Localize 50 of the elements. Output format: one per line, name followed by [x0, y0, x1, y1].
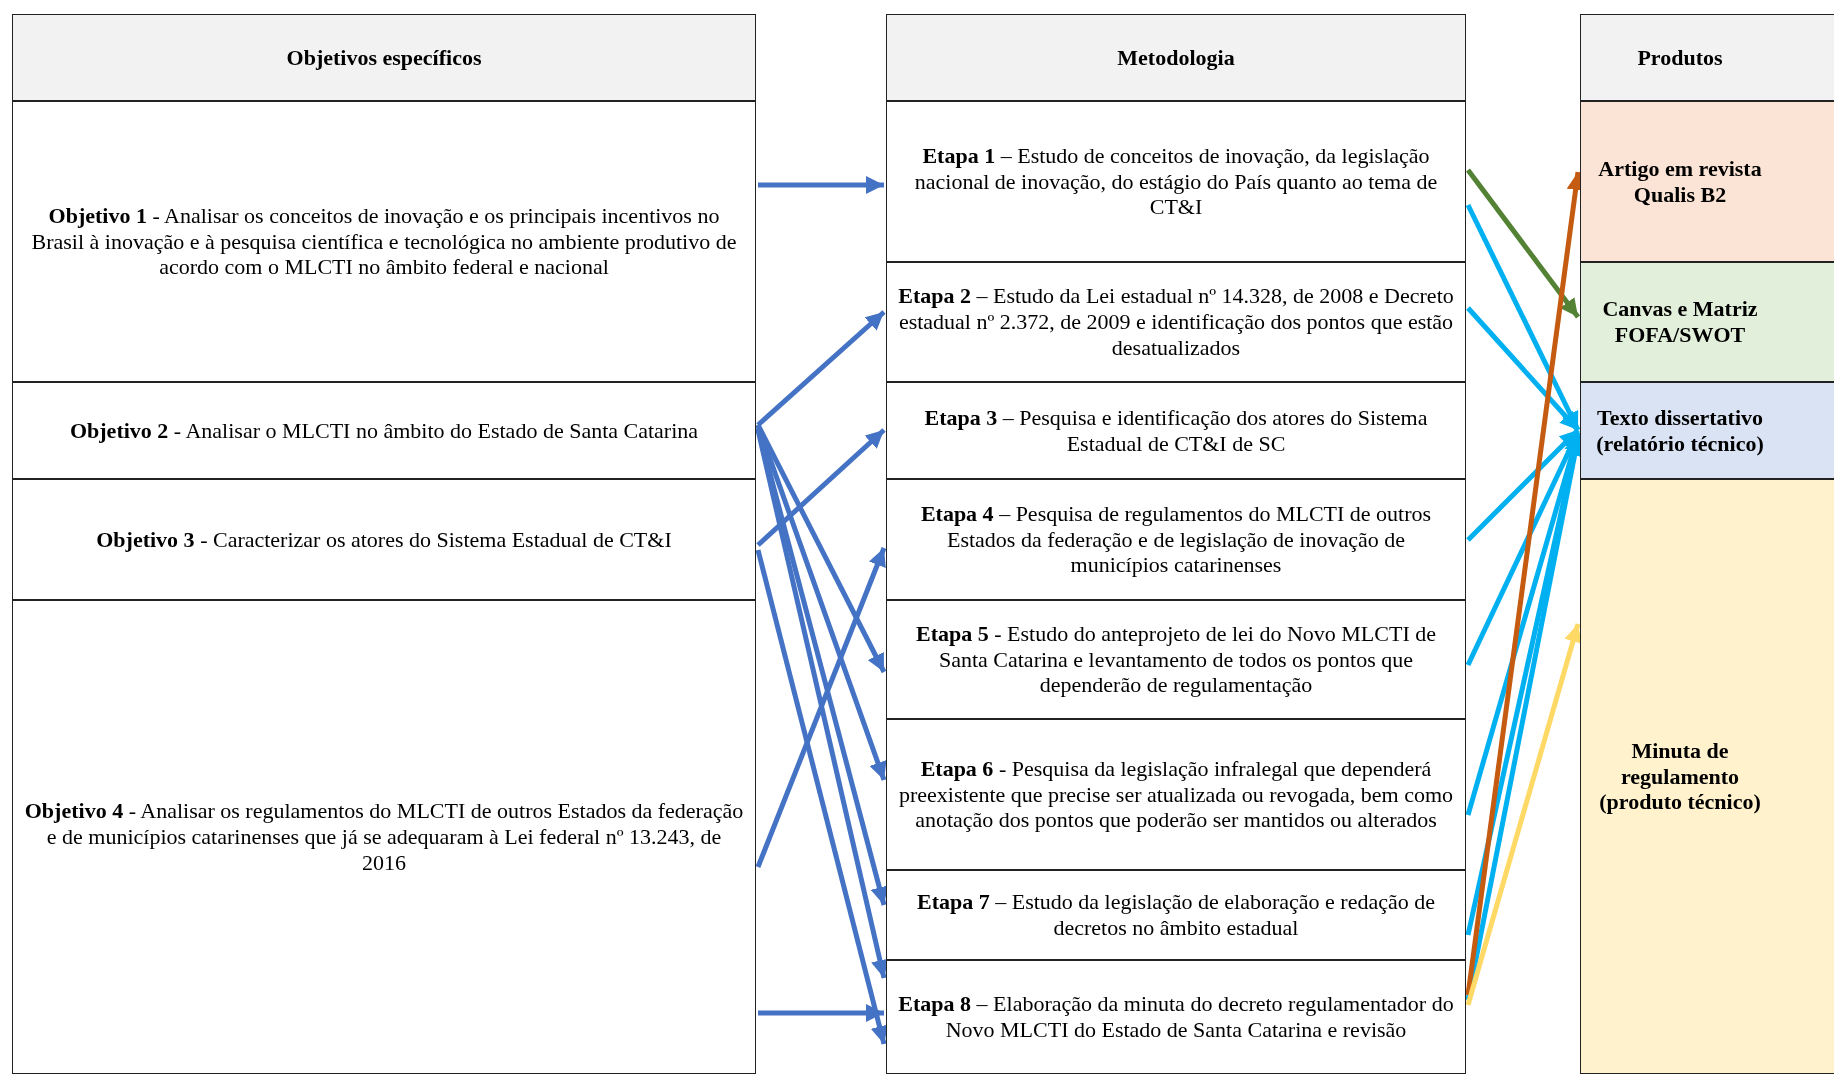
table-cell — [886, 600, 1466, 719]
column-header — [12, 14, 756, 101]
arrow — [1465, 433, 1582, 816]
cell-text: Objetivo 1 - Analisar os conceitos de inovação e os principais incentivos no Brasil à inovação e à pesquisa científica e tecnológica no ambiente produtivo de acordo com o MLCTI no âmbito federal e nacional — [30, 202, 738, 281]
arrow — [758, 176, 884, 194]
table-cell — [886, 101, 1466, 262]
cell-text: Etapa 5 - Estudo do anteprojeto de lei do Novo MLCTI de Santa Catarina e levantamento de todos os pontos que dependerão de regulamentação — [915, 620, 1437, 699]
arrow — [1465, 430, 1581, 667]
cell-text: Metodologia — [1117, 44, 1235, 71]
table-cell — [886, 960, 1466, 1074]
arrow — [756, 428, 886, 547]
cell-text: Etapa 1 – Estudo de conceitos de inovação, da legislação nacional de inovação, do estágio do País quanto ao tema de CT&I — [913, 142, 1439, 221]
table-cell — [1580, 479, 1834, 1074]
cell-text: Etapa 4 – Pesquisa de regulamentos do MLCTI de outros Estados da federação e de legislação de inovação de municípios catarinenses — [919, 500, 1433, 579]
table-cell — [1580, 101, 1834, 262]
arrow — [755, 547, 887, 868]
arrow — [758, 1004, 884, 1022]
cell-text: Minuta de regulamento (produto técnico) — [1598, 737, 1762, 816]
arrow — [755, 424, 887, 781]
table-cell — [12, 382, 756, 479]
cell-text: Canvas e Matriz FOFA/SWOT — [1601, 296, 1759, 348]
table-cell — [886, 479, 1466, 600]
cell-text: Objetivos específicos — [286, 44, 482, 71]
cell-text: Etapa 8 – Elaboração da minuta do decreto regulamentador do Novo MLCTI do Estado de Santa Catarina e revisão — [897, 991, 1455, 1043]
cell-text: Objetivo 4 - Analisar os regulamentos do MLCTI de outros Estados da federação e de municípios catarinenses que já se adequaram à Lei federal nº 13.243, de 2016 — [23, 798, 745, 876]
table-cell — [886, 382, 1466, 479]
cell-text: Artigo em revista Qualis B2 — [1597, 155, 1763, 208]
cell-text: Produtos — [1637, 44, 1723, 71]
column-header — [886, 14, 1466, 101]
table-cell — [1580, 382, 1834, 479]
cell-text: Etapa 6 - Pesquisa da legislação infralegal que dependerá preexistente que precise ser atualizada ou revogada, bem como anotação dos pontos que poderão ser mantidos ou alterados — [898, 755, 1454, 834]
cell-text: Etapa 2 – Estudo da Lei estadual nº 14.328, de 2008 e Decreto estadual nº 2.372, de 2009 e identificação dos pontos que estão desatualizados — [897, 283, 1455, 361]
table-cell — [12, 600, 756, 1074]
cell-text: Etapa 3 – Pesquisa e identificação dos atores do Sistema Estadual de CT&I de SC — [923, 404, 1429, 457]
table-cell — [886, 870, 1466, 960]
arrow — [1465, 623, 1582, 1006]
cell-text: Etapa 7 – Estudo da legislação de elaboração e redação de decretos no âmbito estadual — [916, 889, 1436, 941]
table-cell — [12, 479, 756, 600]
arrow — [1466, 168, 1580, 319]
cell-text: Objetivo 2 - Analisar o MLCTI no âmbito do Estado de Santa Catarina — [69, 417, 699, 444]
column-header — [1580, 14, 1834, 101]
cell-text: Texto dissertativo (relatório técnico) — [1595, 404, 1765, 457]
table-cell — [1580, 262, 1834, 382]
arrow — [1466, 428, 1580, 542]
arrow — [756, 310, 886, 427]
table-cell — [12, 101, 756, 382]
arrow — [1466, 306, 1580, 432]
cell-text: Objetivo 3 - Caracterizar os atores do Sistema Estadual de CT&I — [96, 526, 672, 553]
table-cell — [886, 719, 1466, 870]
table-cell — [886, 262, 1466, 382]
